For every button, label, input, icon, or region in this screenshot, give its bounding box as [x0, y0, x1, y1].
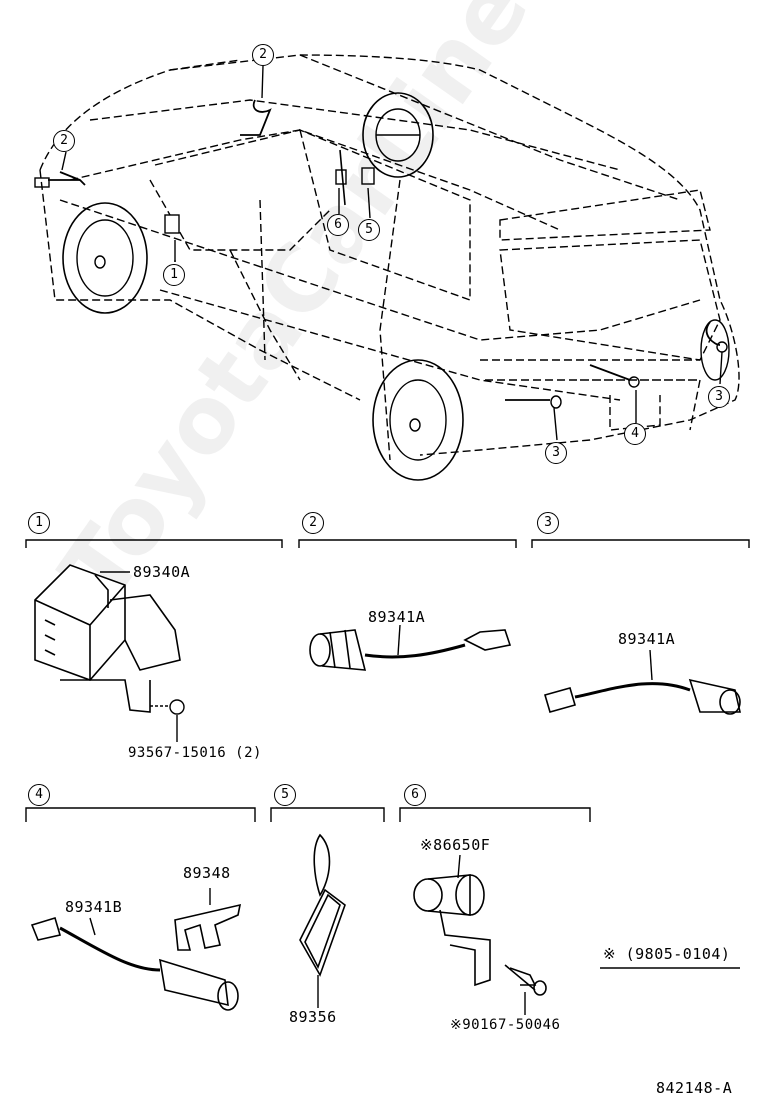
part-label-93567-15016: 93567-15016 (2): [128, 745, 262, 761]
section-5-number: 5: [274, 784, 296, 806]
section-4-number: 4: [28, 784, 50, 806]
part-label-89348: 89348: [183, 864, 231, 882]
part-label-89356: 89356: [289, 1008, 337, 1026]
callout-3-rear: 3: [545, 442, 567, 464]
callout-2-side: 2: [53, 130, 75, 152]
section-2-number: 2: [302, 512, 324, 534]
diagram-id: 842148-A: [656, 1079, 733, 1097]
section-3-number: 3: [537, 512, 559, 534]
part-label-89341B: 89341B: [65, 898, 123, 916]
callout-6: 6: [327, 214, 349, 236]
part-label-89341A-sec3: 89341A: [618, 630, 676, 648]
note-date-range: ※ (9805-0104): [603, 945, 731, 963]
part-label-90167-50046: ※90167-50046: [450, 1017, 561, 1033]
callout-5: 5: [358, 219, 380, 241]
section-6-number: 6: [404, 784, 426, 806]
callout-4: 4: [624, 423, 646, 445]
callout-2-dash: 2: [252, 44, 274, 66]
part-label-86650F: ※86650F: [420, 836, 491, 854]
part-label-89341A-sec2: 89341A: [368, 608, 426, 626]
callout-3-corner: 3: [708, 386, 730, 408]
callout-1: 1: [163, 264, 185, 286]
section-1-number: 1: [28, 512, 50, 534]
part-label-89340A: 89340A: [133, 563, 191, 581]
